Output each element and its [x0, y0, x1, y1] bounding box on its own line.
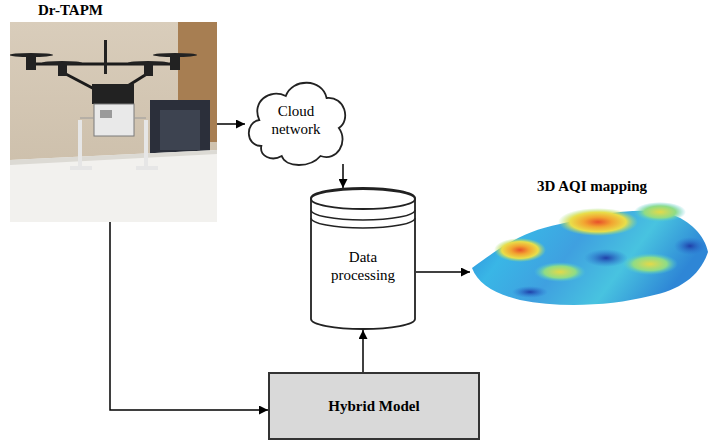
- node-text: Hybrid Model: [328, 397, 419, 415]
- aqi-surface: [472, 202, 708, 305]
- arrow-connector: [342, 164, 344, 188]
- node-text: Cloud network: [264, 102, 328, 138]
- photo-node: Dr-TAPM: [10, 2, 217, 222]
- node-text: Data processing: [323, 248, 403, 284]
- arrow-connector: [416, 271, 470, 273]
- cyl-node: Data processing: [310, 188, 416, 330]
- node-heading: 3D AQI mapping: [470, 178, 714, 195]
- arrow-connector: [110, 222, 268, 410]
- surface-node: 3D AQI mapping: [470, 178, 714, 312]
- rect-node: Hybrid Model: [268, 372, 480, 440]
- arrow-connector: [217, 123, 245, 125]
- drone-photo: [10, 22, 217, 222]
- cloud-shape: [245, 76, 347, 164]
- cloud-node: Cloud network: [245, 76, 347, 164]
- node-heading: Dr-TAPM: [38, 2, 103, 19]
- arrow-connector: [362, 330, 364, 372]
